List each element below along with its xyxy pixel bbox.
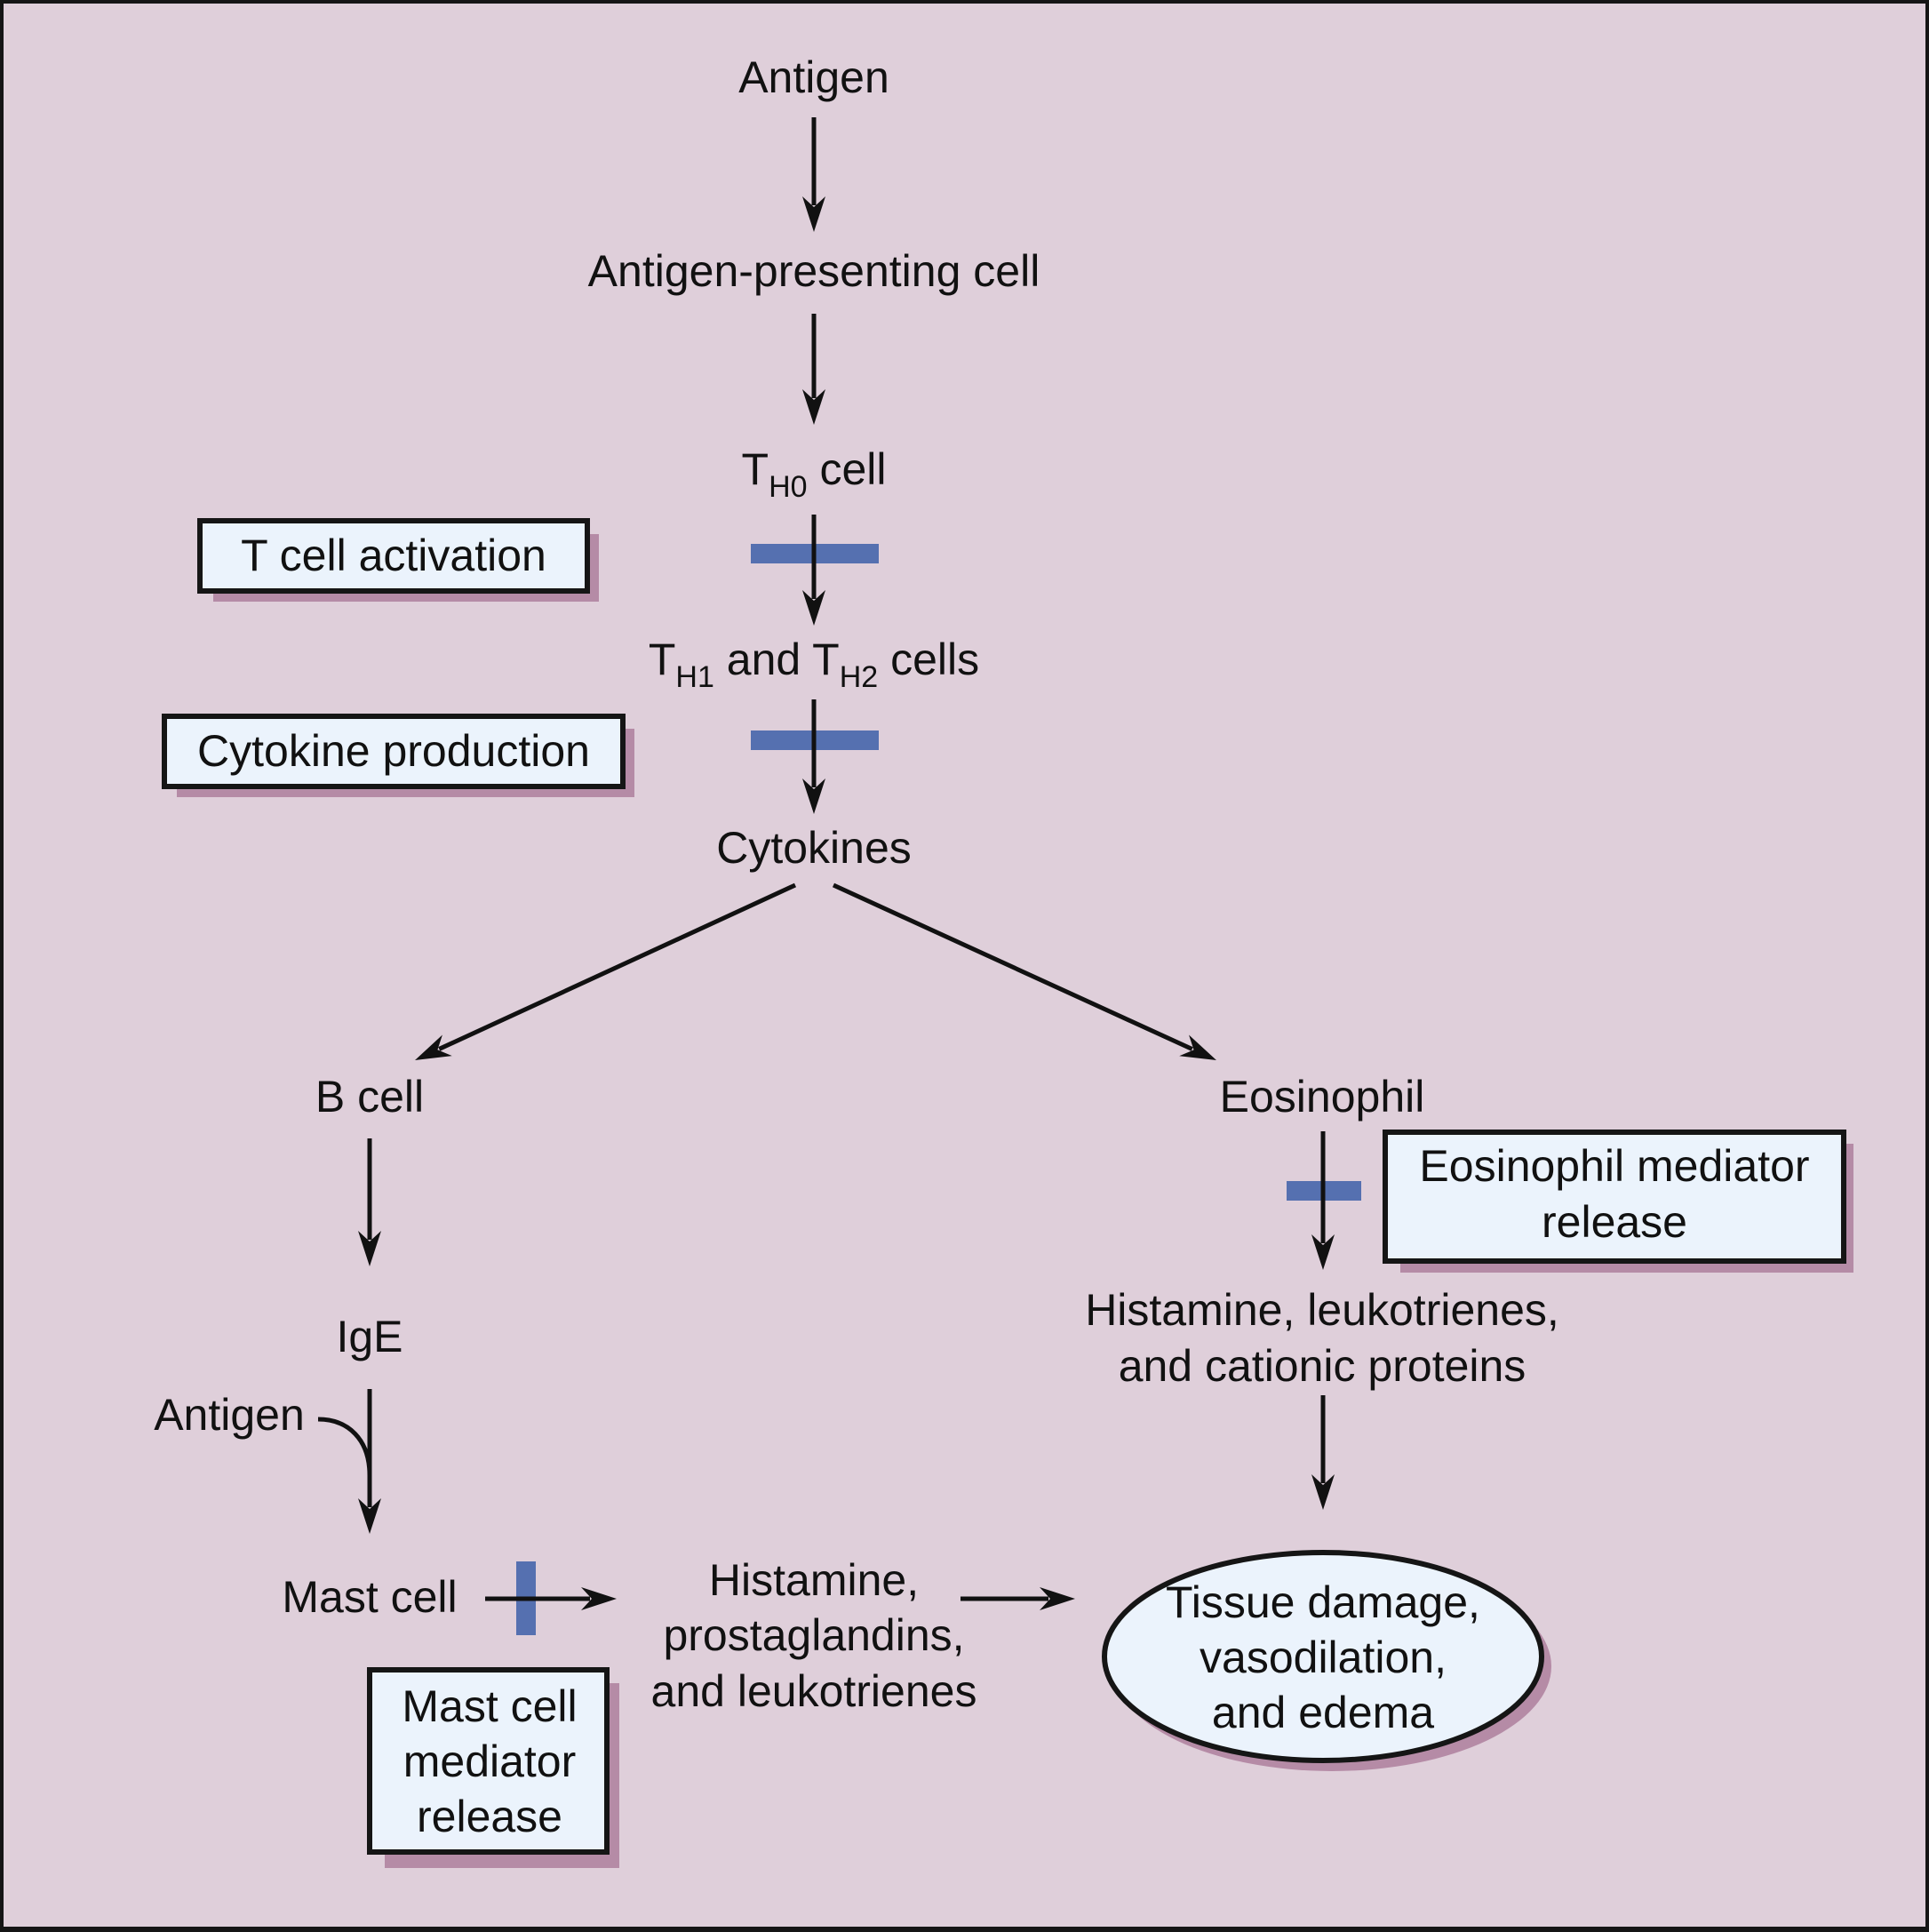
outcome-line: and edema	[1212, 1688, 1434, 1737]
arrow-shaft	[438, 882, 797, 1051]
box-label-line: release	[417, 1792, 562, 1841]
arrowhead-icon	[1179, 1034, 1216, 1060]
box-mast-cell-mediator-release: Mast cell mediator release	[367, 1667, 619, 1868]
box-eosinophil-mediator-release: Eosinophil mediator release	[1383, 1130, 1853, 1273]
arrow-ige-to-mast-cell	[358, 1389, 381, 1534]
node-th0-cell: TH0 cell	[742, 444, 887, 504]
outcome-line: Tissue damage,	[1166, 1577, 1480, 1627]
arrowhead-icon	[581, 1587, 617, 1610]
node-eosinophil: Eosinophil	[1220, 1072, 1425, 1122]
box-frame	[1383, 1130, 1846, 1264]
node-eos-mediators-line: and cationic proteins	[1119, 1341, 1526, 1391]
arrowhead-icon	[1311, 1474, 1335, 1510]
arrow-cytokines-to-b-cell	[415, 882, 797, 1060]
arrowhead-icon	[802, 590, 825, 626]
arrow-eos-mediators-to-outcome	[1311, 1395, 1335, 1510]
arrow-shaft	[832, 882, 1193, 1051]
node-cytokines: Cytokines	[716, 823, 912, 873]
node-mast-mediators-line: prostaglandins,	[663, 1610, 964, 1660]
node-eos-mediators-line: Histamine, leukotrienes,	[1085, 1285, 1559, 1335]
arrow-b-cell-to-ige	[358, 1138, 381, 1266]
background	[4, 4, 1925, 1927]
arrowhead-icon	[358, 1498, 381, 1534]
box-frame	[367, 1667, 610, 1855]
node-ige: IgE	[336, 1312, 403, 1361]
outcome-ellipse	[1102, 1550, 1544, 1763]
arrowhead-icon	[802, 196, 825, 232]
box-frame	[162, 714, 626, 789]
node-b-cell: B cell	[315, 1072, 424, 1122]
box-label-line: release	[1542, 1197, 1687, 1247]
outcome-line: vasodilation,	[1200, 1633, 1447, 1682]
box-label-line: Mast cell	[402, 1681, 577, 1731]
arrowhead-icon	[358, 1231, 381, 1266]
arrowhead-icon	[415, 1034, 452, 1060]
arrowhead-icon	[1311, 1234, 1335, 1270]
arrowhead-icon	[1040, 1587, 1075, 1610]
arrow-antigen-to-apc	[802, 117, 825, 232]
node-antigen-binding: Antigen	[154, 1390, 305, 1440]
box-label: T cell activation	[241, 531, 546, 580]
arrow-apc-to-th0	[802, 314, 825, 425]
node-outcome: Tissue damage, vasodilation, and edema	[1102, 1550, 1551, 1771]
node-mast-mediators-line: and leukotrienes	[651, 1666, 977, 1716]
node-antigen-presenting-cell: Antigen-presenting cell	[588, 246, 1040, 296]
box-label-line: Eosinophil mediator	[1419, 1141, 1809, 1191]
node-mast-mediators-line: Histamine,	[709, 1555, 919, 1605]
arrowhead-icon	[802, 778, 825, 814]
box-cytokine-production: Cytokine production	[162, 714, 634, 797]
arrowhead-icon	[802, 389, 825, 425]
box-label-line: mediator	[403, 1736, 577, 1786]
arrow-mast-mediators-to-outcome	[961, 1587, 1075, 1610]
node-antigen: Antigen	[738, 52, 889, 102]
node-th1-th2-cells: TH1 and TH2 cells	[649, 635, 979, 694]
box-t-cell-activation: T cell activation	[197, 518, 599, 602]
arrow-cytokines-to-eosinophil	[832, 882, 1216, 1060]
box-label: Cytokine production	[197, 726, 590, 776]
box-frame	[197, 518, 590, 594]
node-mast-cell: Mast cell	[282, 1572, 457, 1622]
